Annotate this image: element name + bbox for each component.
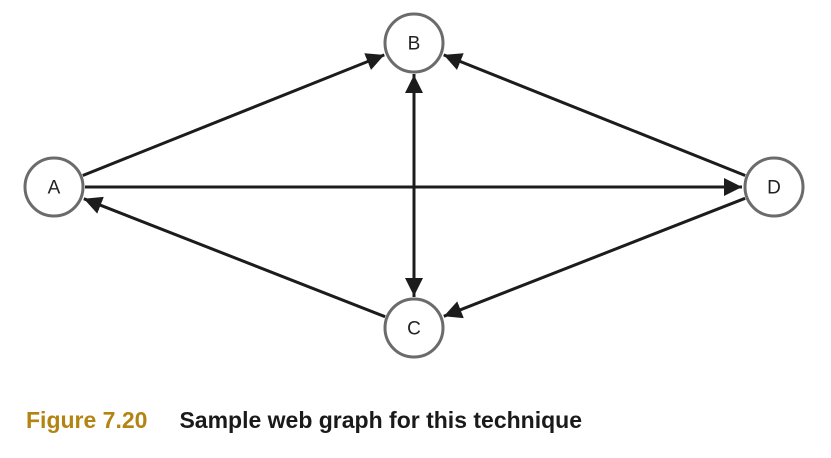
- node-circle: [383, 12, 445, 74]
- edges-layer: [82, 53, 746, 319]
- node-circle: [383, 297, 445, 359]
- figure-label: Figure 7.20: [26, 406, 148, 433]
- node-label: B: [408, 34, 421, 55]
- nodes-layer: A B C D: [23, 12, 805, 359]
- edge-a-to-b: [82, 53, 385, 177]
- node-a: A: [23, 156, 85, 218]
- edge-d-to-b: [443, 53, 746, 177]
- node-label: D: [767, 178, 781, 199]
- node-label: C: [407, 319, 421, 340]
- node-circle: [743, 156, 805, 218]
- web-graph-diagram: A B C D: [23, 12, 805, 359]
- edge-c-to-a: [83, 196, 386, 319]
- node-circle: [23, 156, 85, 218]
- edge-d-to-c: [443, 196, 746, 319]
- figure-caption-text: Sample web graph for this technique: [179, 406, 582, 433]
- node-label: A: [48, 178, 61, 199]
- node-c: C: [383, 297, 445, 359]
- node-b: B: [383, 12, 445, 74]
- node-d: D: [743, 156, 805, 218]
- figure-caption: Figure 7.20 Sample web graph for this te…: [26, 402, 582, 438]
